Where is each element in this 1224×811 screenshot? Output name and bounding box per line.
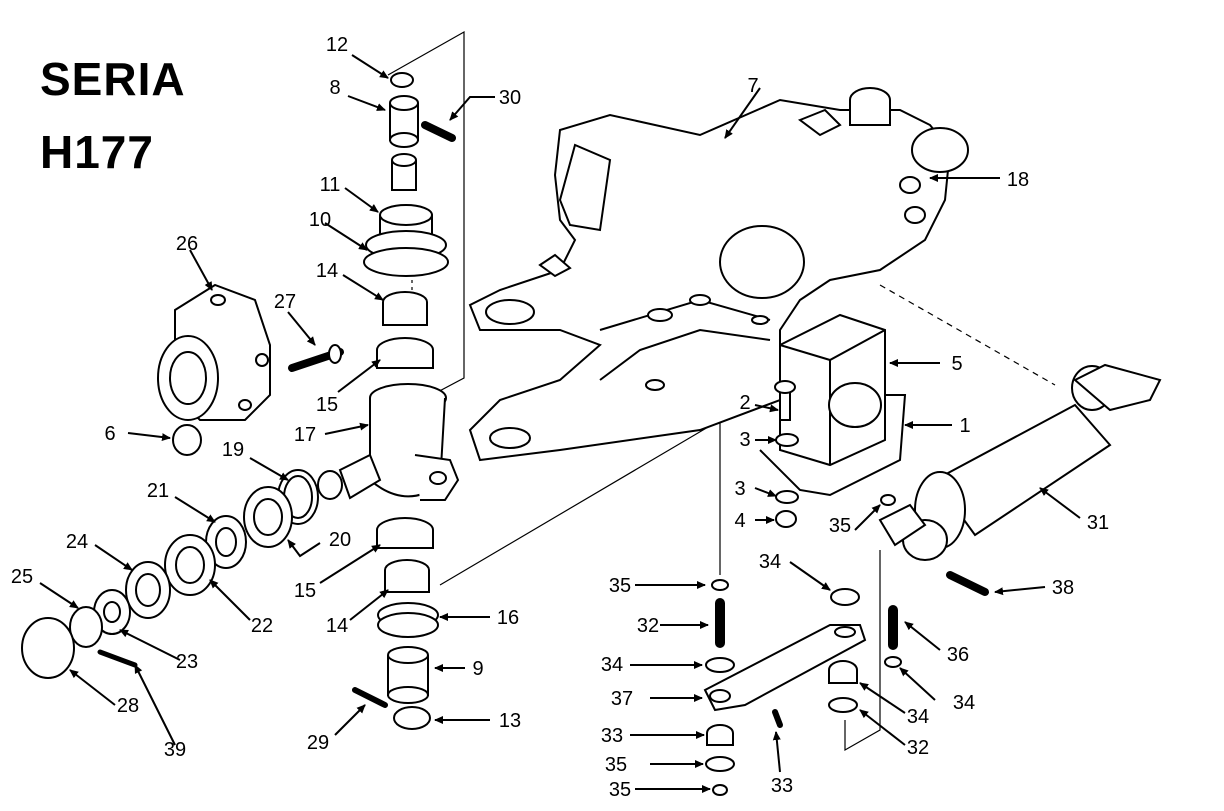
callout-number: 25 (11, 566, 33, 588)
callout-number: 31 (1087, 512, 1109, 534)
callout-number: 35 (609, 779, 631, 801)
small-parts (172, 121, 989, 668)
callout-number: 11 (320, 174, 341, 196)
callout-number: 9 (472, 658, 483, 680)
callout-number: 35 (609, 575, 631, 597)
callout-number: 15 (316, 394, 338, 416)
callout-number: 7 (747, 75, 758, 97)
callout-number: 34 (907, 706, 929, 728)
callout-number: 28 (117, 695, 139, 717)
callout-number: 18 (1007, 169, 1029, 191)
kingpin-stack-lower (352, 517, 439, 730)
callout-number: 4 (734, 510, 745, 532)
callout-number: 12 (326, 34, 348, 56)
callout-number: 38 (1052, 577, 1074, 599)
callout-number: 8 (329, 77, 340, 99)
callout-number: 5 (951, 353, 962, 375)
kingpin-stack (363, 72, 449, 369)
callout-number: 30 (499, 87, 521, 109)
leader-arrows (39, 54, 1081, 793)
callout-number: 2 (739, 392, 750, 414)
callout-number: 35 (829, 515, 851, 537)
callout-number: 36 (947, 644, 969, 666)
steering-knuckle (317, 383, 460, 501)
callout-number: 37 (611, 688, 633, 710)
callout-number: 24 (66, 531, 88, 553)
callout-number: 3 (734, 478, 745, 500)
wheel-hub (157, 283, 271, 421)
callout-number: 34 (601, 654, 623, 676)
callout-number: 14 (316, 260, 338, 282)
callout-number: 29 (307, 732, 329, 754)
callout-number: 15 (294, 580, 316, 602)
callout-number: 14 (326, 615, 348, 637)
tie-rod-arm (703, 579, 867, 796)
callout-number: 23 (176, 651, 198, 673)
bracket-block (759, 313, 907, 497)
callout-number: 1 (959, 415, 970, 437)
callout-number: 27 (274, 291, 296, 313)
callout-number: 33 (601, 725, 623, 747)
callout-number: 34 (759, 551, 781, 573)
callout-number: 21 (147, 480, 169, 502)
model-title: H177 (40, 126, 154, 178)
callout-number: 19 (222, 439, 244, 461)
steering-cylinder (878, 363, 1162, 561)
callout-number: 34 (953, 692, 975, 714)
callout-number: 13 (499, 710, 521, 732)
callout-number: 16 (497, 607, 519, 629)
callout-number: 22 (251, 615, 273, 637)
series-title: SERIA (40, 53, 186, 105)
callout-number: 33 (771, 775, 793, 797)
callout-number: 3 (739, 429, 750, 451)
callout-number: 26 (176, 233, 198, 255)
callout-number: 20 (329, 529, 351, 551)
callout-number: 32 (637, 615, 659, 637)
callout-number: 10 (309, 209, 331, 231)
callout-number: 17 (294, 424, 316, 446)
axle-housing (468, 87, 969, 462)
callout-number: 35 (605, 754, 627, 776)
callout-number: 6 (104, 423, 115, 445)
callout-number: 32 (907, 737, 929, 759)
callout-number: 39 (164, 739, 186, 761)
wheel-bearing-stack (21, 469, 319, 679)
